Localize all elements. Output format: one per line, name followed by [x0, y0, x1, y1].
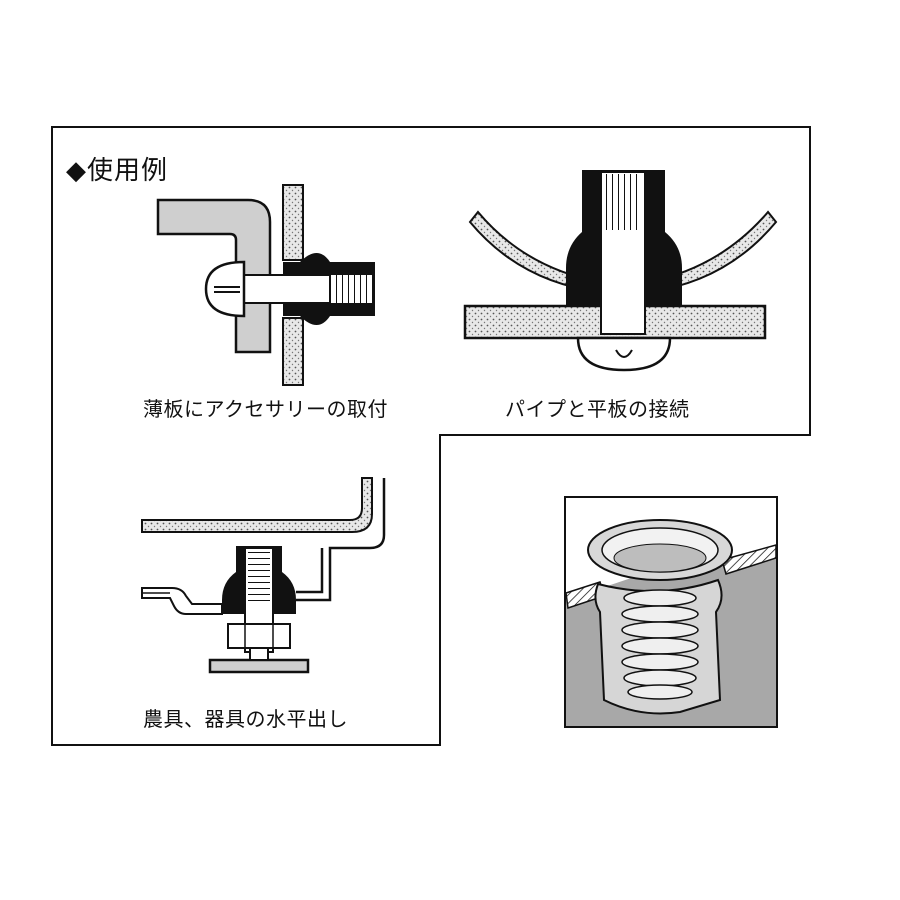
- caption-example-3: 農具、器具の水平出し: [143, 707, 348, 731]
- foot-pad: [208, 658, 310, 674]
- panel-heading: ◆使用例: [66, 156, 168, 186]
- caption-example-1: 薄板にアクセサリーの取付: [143, 397, 388, 421]
- bottom-bracket: [141, 587, 223, 615]
- top-panel: [141, 477, 373, 533]
- example-3-illustration: [141, 477, 386, 674]
- bolt-head-2: [576, 336, 672, 372]
- screw-head-1: [204, 260, 246, 318]
- frame-outline: [296, 478, 386, 602]
- screw-thread-1: [328, 275, 372, 303]
- screw-shank-1: [243, 274, 331, 304]
- caption-example-2: パイプと平板の接続: [505, 397, 690, 421]
- lock-nut: [227, 623, 291, 649]
- example-1-illustration: [156, 184, 375, 386]
- rivet-nut-cutaway: [564, 496, 778, 728]
- thin-sheet-upper: [282, 184, 304, 261]
- thin-sheet-lower: [282, 317, 304, 386]
- internal-thread: [621, 589, 699, 700]
- panel-border: [51, 126, 811, 746]
- example-2-illustration: [463, 170, 778, 372]
